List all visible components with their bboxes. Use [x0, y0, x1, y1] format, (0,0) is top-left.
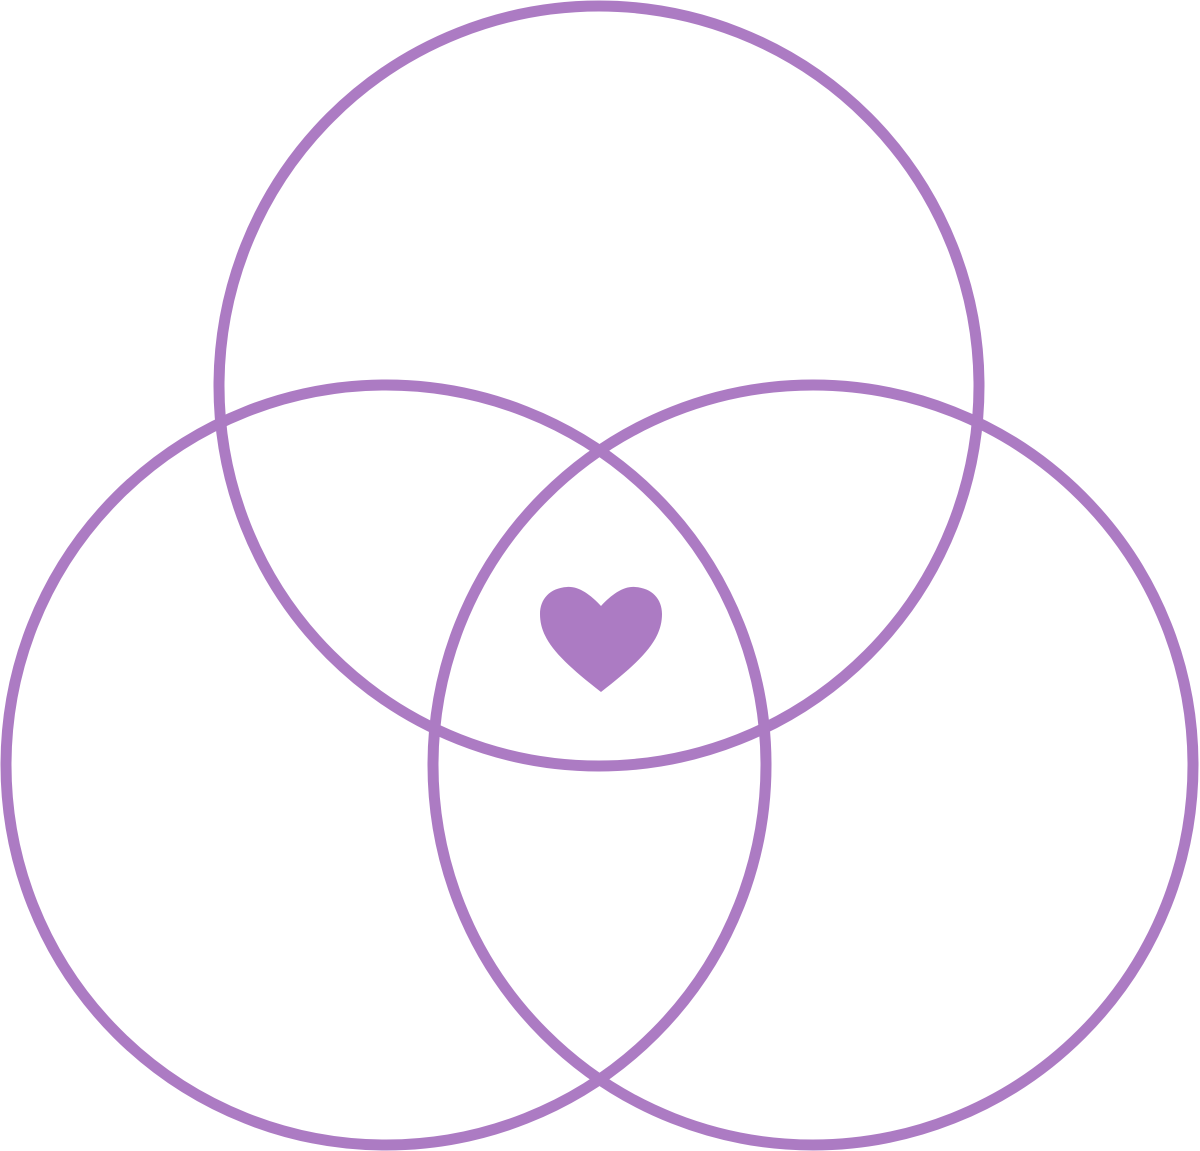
venn-circle-top: [213, 0, 985, 772]
venn-circle-left: [0, 379, 772, 1151]
heart-icon: [540, 586, 662, 692]
venn-circle-right: [427, 379, 1199, 1151]
